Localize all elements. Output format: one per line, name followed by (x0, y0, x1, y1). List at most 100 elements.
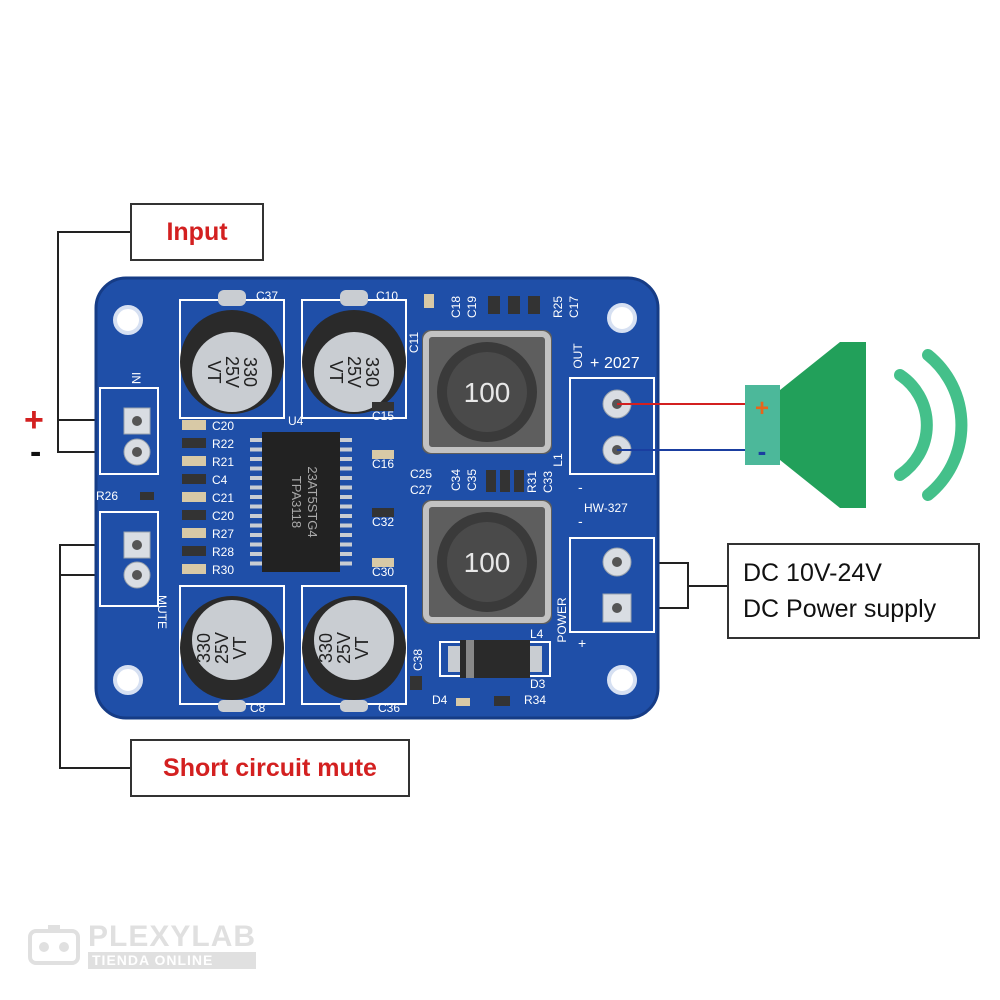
smd-label: R31 (525, 471, 539, 493)
inductor-l4: 100 (422, 500, 552, 624)
cap-series-label: VT (352, 636, 372, 659)
chip-pin (250, 447, 262, 452)
chip-pin (250, 504, 262, 509)
power-pad-hole (612, 557, 622, 567)
capacitor-c37: 330 25V VT C37 (179, 289, 285, 419)
sound-wave-outer (922, 349, 968, 501)
diode-d3 (439, 640, 551, 678)
board-labels: OUT + 2027 - HW-327 - POWER + MUTE IN (129, 343, 640, 651)
inductor-l1: 100 (422, 330, 552, 454)
chip-marking-1: TPA3118 (289, 476, 304, 528)
smd-label: R30 (212, 563, 234, 577)
cap-value-label: 330 (194, 633, 214, 663)
chip-pin (250, 476, 262, 480)
speaker-cone (780, 342, 866, 508)
smd-label: C17 (567, 296, 581, 318)
chip-pin (340, 476, 352, 480)
chip-pin (250, 485, 262, 490)
chip-pin (340, 457, 352, 461)
power-supply-text: DC Power supply (743, 595, 937, 623)
power-terminal-outline (569, 537, 655, 633)
capacitor-c8: 330 25V VT C8 (179, 585, 285, 715)
smd-label: C35 (465, 469, 479, 491)
smd-label: C34 (449, 469, 463, 491)
mute-terminal-outline (99, 511, 159, 607)
mute-pad-hole (132, 540, 142, 550)
smd-label: R25 (551, 296, 565, 318)
smd-component (182, 474, 206, 484)
chip-pin (250, 542, 262, 547)
chip-pin (250, 457, 262, 461)
smd-label: D3 (530, 677, 546, 691)
smd-component (182, 492, 206, 502)
cap-series-label: VT (204, 360, 224, 383)
mounting-hole (607, 665, 637, 695)
cap-series-label: VT (326, 360, 346, 383)
smd-component (182, 510, 206, 520)
inductor-value-label: 100 (464, 547, 511, 578)
out-label: OUT (571, 343, 585, 369)
cap-value-label: 330 (362, 357, 382, 387)
inductor-value-label: 100 (464, 377, 511, 408)
power-label: POWER (555, 597, 569, 643)
smd-component (372, 402, 394, 411)
d4-led (456, 698, 470, 706)
smd-label: C27 (410, 483, 432, 497)
smd-component (182, 420, 206, 430)
chip-pin (250, 552, 262, 556)
chip-pin (250, 561, 262, 566)
chip-pin (340, 466, 352, 471)
smd-label: R26 (96, 489, 118, 503)
smd-label: C11 (407, 332, 421, 353)
smd-component (182, 546, 206, 556)
smd-label: C20 (212, 509, 234, 523)
smd-label: D4 (432, 693, 448, 707)
chip-pin (250, 514, 262, 518)
pcb-edge (94, 276, 660, 720)
smd-label: R34 (524, 693, 546, 707)
r26-resistor (140, 492, 154, 500)
smd-label: C18 (449, 296, 463, 318)
cap-voltage-label: 25V (334, 632, 354, 664)
power-supply-callout: DC 10V-24V DC Power supply (727, 543, 980, 639)
capacitor-c36: 330 25V VT C36 (301, 585, 407, 715)
smd-label: C19 (465, 296, 479, 318)
chip-pin (250, 466, 262, 471)
chip-pin (250, 523, 262, 528)
smd-label: C4 (212, 473, 228, 487)
smd-label: R27 (212, 527, 234, 541)
power-minus-label: - (578, 513, 583, 529)
output-terminal-outline (569, 377, 655, 475)
chip-body (262, 432, 340, 572)
cap-voltage-label: 25V (222, 356, 242, 388)
amplifier-chip: 23AT5STG4 TPA3118 U4 (250, 414, 352, 572)
chip-marking-2: 23AT5STG4 (305, 466, 320, 537)
chip-pin (340, 495, 352, 499)
smd-component (372, 558, 394, 567)
out-minus-label: - (578, 479, 583, 495)
chip-pin (340, 447, 352, 452)
smd-component (372, 450, 394, 459)
power-pad-hole (612, 603, 622, 613)
smd-label: R21 (212, 455, 234, 469)
input-callout: Input (130, 203, 264, 261)
mounting-hole (607, 303, 637, 333)
smd-label: L4 (530, 627, 544, 641)
input-pad-hole (132, 416, 142, 426)
smd-misc: C25 C27 C34 C35 R31 C33 L1 L4 C38 D3 D4 … (96, 453, 565, 707)
chip-pin (340, 485, 352, 490)
chip-pin (340, 523, 352, 528)
smd-component (182, 528, 206, 538)
chip-pin (340, 504, 352, 509)
in-board-label: IN (129, 372, 143, 384)
smd-label: C38 (411, 649, 425, 671)
capacitor-c10: 330 25V VT C10 (301, 289, 407, 419)
out-plus-label: + (590, 355, 599, 372)
speaker-icon: + - (745, 342, 968, 508)
smd-top-row: C18 C19 R25 C17 C11 (407, 294, 581, 353)
cap-ref-label: C37 (256, 289, 278, 303)
chip-pin (250, 533, 262, 537)
smd-label: C21 (212, 491, 234, 505)
